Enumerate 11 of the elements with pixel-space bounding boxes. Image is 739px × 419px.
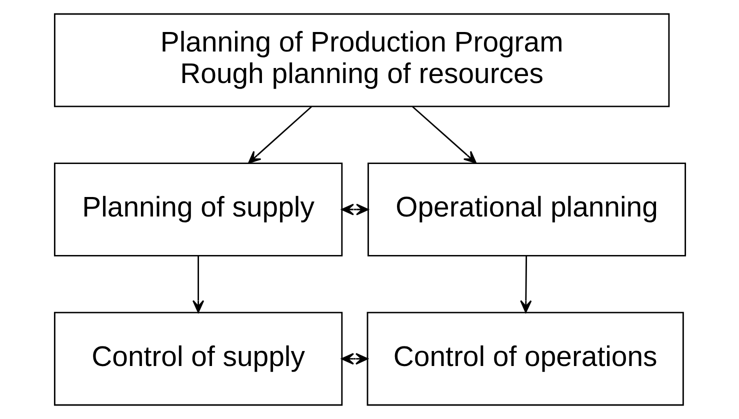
- arrow: [248, 106, 312, 164]
- arrow: [192, 256, 204, 313]
- node-box: Operational planning: [367, 162, 686, 256]
- arrow: [412, 106, 476, 164]
- node-box: Control of supply: [53, 312, 342, 406]
- node-box: Planning of supply: [53, 162, 342, 256]
- arrow: [340, 352, 368, 365]
- arrow: [340, 204, 368, 216]
- node-box: Planning of Production Program Rough planning of resources: [53, 13, 670, 108]
- node-box: Control of operations: [366, 312, 684, 406]
- arrow: [520, 256, 532, 313]
